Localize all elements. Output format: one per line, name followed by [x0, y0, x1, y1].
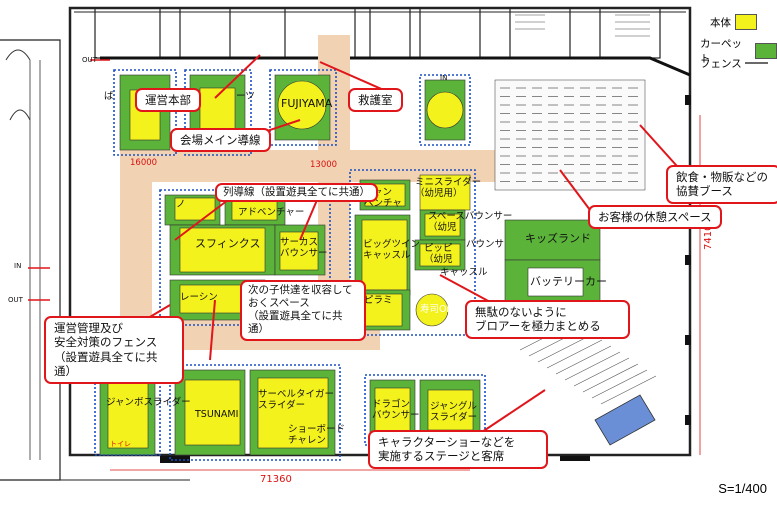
audience-row: [582, 363, 639, 393]
callout-food-booth-line-2: 協賛ブース: [676, 184, 733, 199]
legend-carpet-swatch: [755, 43, 777, 59]
audience-row: [564, 351, 621, 381]
legend-fence: フェンス: [700, 56, 742, 71]
label-race: レーシン: [180, 292, 218, 303]
label-piyo-line-1: ピッピ: [424, 243, 453, 254]
label-tsunami: TSUNAMI: [195, 409, 239, 420]
label-tiger: タイガー: [296, 389, 335, 400]
callout-blower: 無駄のないように ブロアーを極力まとめる: [465, 300, 630, 339]
sign-out-left: OUT: [8, 296, 23, 304]
callout-safety-fence-line-3: （設置遊具全てに共通）: [54, 349, 158, 379]
callout-hq: 運営本部: [135, 88, 201, 113]
label-marvel: サーベル スライダー: [258, 389, 306, 412]
callout-waiting-space-line-3: （設置遊具全てに共通）: [248, 310, 343, 336]
sign-toilet: トイレ: [110, 440, 131, 448]
label-jungle-slider: ジャングル スライダー: [430, 401, 478, 424]
label-mini-slider-line-2: （幼児用）: [415, 187, 463, 199]
callout-safety-fence-line-2: 安全対策のフェンス: [54, 335, 158, 350]
callout-food-booth: 飲食・物販などの 協賛ブース: [666, 165, 777, 204]
callout-queue-line: 列導線（設置遊具全てに共通）: [215, 183, 378, 203]
callout-waiting-space-line-1: 次の子供達を収容して: [248, 284, 353, 296]
label-mini-slider-line-1: ミニスライダー: [415, 177, 482, 188]
scale-label: S=1/400: [718, 481, 767, 496]
label-dragon-line-2: バウンサー: [372, 409, 420, 421]
label-no: ノ: [176, 199, 186, 210]
dimension-width: 71360: [260, 474, 292, 485]
label-circus: サーカス バウンサー: [280, 237, 328, 260]
label-circus-line-2: バウンサー: [280, 247, 328, 259]
label-marvel-line-1: サーベル: [258, 389, 297, 400]
label-jungle-slider-line-1: ジャングル: [430, 401, 478, 412]
callout-waiting-space-line-2: おくスペース: [248, 297, 310, 310]
label-adventure: アドベンチャー: [238, 207, 305, 218]
label-dragon: ドラゴン バウンサー: [372, 399, 420, 422]
label-ba: ば: [104, 91, 114, 102]
label-jumbo: ジャンボスライダー: [106, 397, 191, 408]
callout-blower-line-1: 無駄のないように: [475, 305, 567, 319]
label-mini-slider: ミニスライダー （幼児用）: [415, 177, 482, 200]
callout-safety-fence: 運営管理及び 安全対策のフェンス （設置遊具全てに共通）: [44, 316, 184, 384]
label-show-challenge-line-2: チャレン: [288, 434, 326, 446]
callout-main-route: 会場メイン導線: [170, 128, 271, 153]
label-big-twin-line-1: ビッグツイン: [363, 239, 421, 250]
label-big-twin-line-2: キャッスル: [363, 249, 411, 261]
label-dragon-line-1: ドラゴン: [372, 399, 411, 410]
label-sphinx: スフィンクス: [195, 237, 261, 250]
legend-carpet-label: カーペット: [700, 38, 742, 65]
callout-safety-fence-line-1: 運営管理及び: [54, 321, 123, 335]
label-castle: キャッスル: [440, 267, 488, 278]
audience-row: [546, 339, 603, 369]
legend-fence-label: フェンス: [700, 58, 742, 70]
label-battery: バッテリーカー: [530, 275, 607, 288]
label-piyo-line-2: （幼児: [424, 253, 453, 265]
legend-main-body-label: 本体: [710, 16, 731, 29]
dimension-small-b: 13000: [310, 160, 338, 170]
callout-rest-space: お客様の休憩スペース: [588, 205, 722, 230]
callout-rescue: 救護室: [348, 88, 403, 113]
audience-row: [591, 369, 648, 399]
legend-main-body: 本体: [710, 14, 757, 30]
callout-stage-line-1: キャラクターショーなどを: [378, 435, 516, 449]
callout-food-booth-line-1: 飲食・物販などの: [676, 170, 768, 184]
label-space-bouncer-line-1: スペースバウンサー: [428, 211, 513, 222]
label-circus-line-1: サーカス: [280, 237, 319, 248]
label-show-challenge: ショーボード チャレン: [288, 424, 346, 447]
label-sushi: 寿司OK: [420, 304, 453, 315]
sign-out-top: OUT: [82, 56, 97, 64]
callout-waiting-space: 次の子供達を収容して おくスペース （設置遊具全てに共通）: [240, 280, 366, 341]
callout-blower-line-2: ブロアーを極力まとめる: [475, 319, 601, 334]
audience-row: [600, 375, 657, 405]
label-show-challenge-line-1: ショーボード: [288, 424, 346, 435]
label-jungle-bench-line-2: ベンチャ: [364, 197, 402, 209]
label-kids-land: キッズランド: [525, 232, 591, 245]
label-bouncer-small: バウンサ: [466, 239, 505, 250]
label-space-bouncer-line-2: （幼児: [428, 221, 457, 233]
audience-row: [555, 345, 612, 375]
label-jungle-bench-line-1: ジャン: [364, 187, 393, 198]
label-fujiyama: FUJIYAMA: [281, 97, 333, 110]
label-pyramid: ピラミ: [364, 295, 393, 306]
sign-in-left: IN: [14, 262, 22, 270]
sign-in-top: IN: [440, 74, 448, 82]
label-marvel-line-2: スライダー: [258, 399, 306, 411]
label-piyo: ピッピ （幼児: [424, 243, 453, 266]
label-space-bouncer: スペースバウンサー （幼児: [428, 211, 513, 234]
audience-row: [573, 357, 630, 387]
callout-stage: キャラクターショーなどを 実施するステージと客席: [368, 430, 548, 469]
callout-stage-line-2: 実施するステージと客席: [378, 449, 505, 464]
legend-main-body-swatch: [735, 14, 757, 30]
label-jungle-bench: ジャン ベンチャ: [364, 187, 402, 210]
legend-carpet: カーペット: [700, 36, 777, 66]
label-big-twin: ビッグツイン キャッスル: [363, 239, 421, 262]
dimension-small-a: 16000: [130, 158, 158, 168]
label-sports: ーツ: [236, 91, 255, 102]
label-jungle-slider-line-2: スライダー: [430, 411, 478, 423]
